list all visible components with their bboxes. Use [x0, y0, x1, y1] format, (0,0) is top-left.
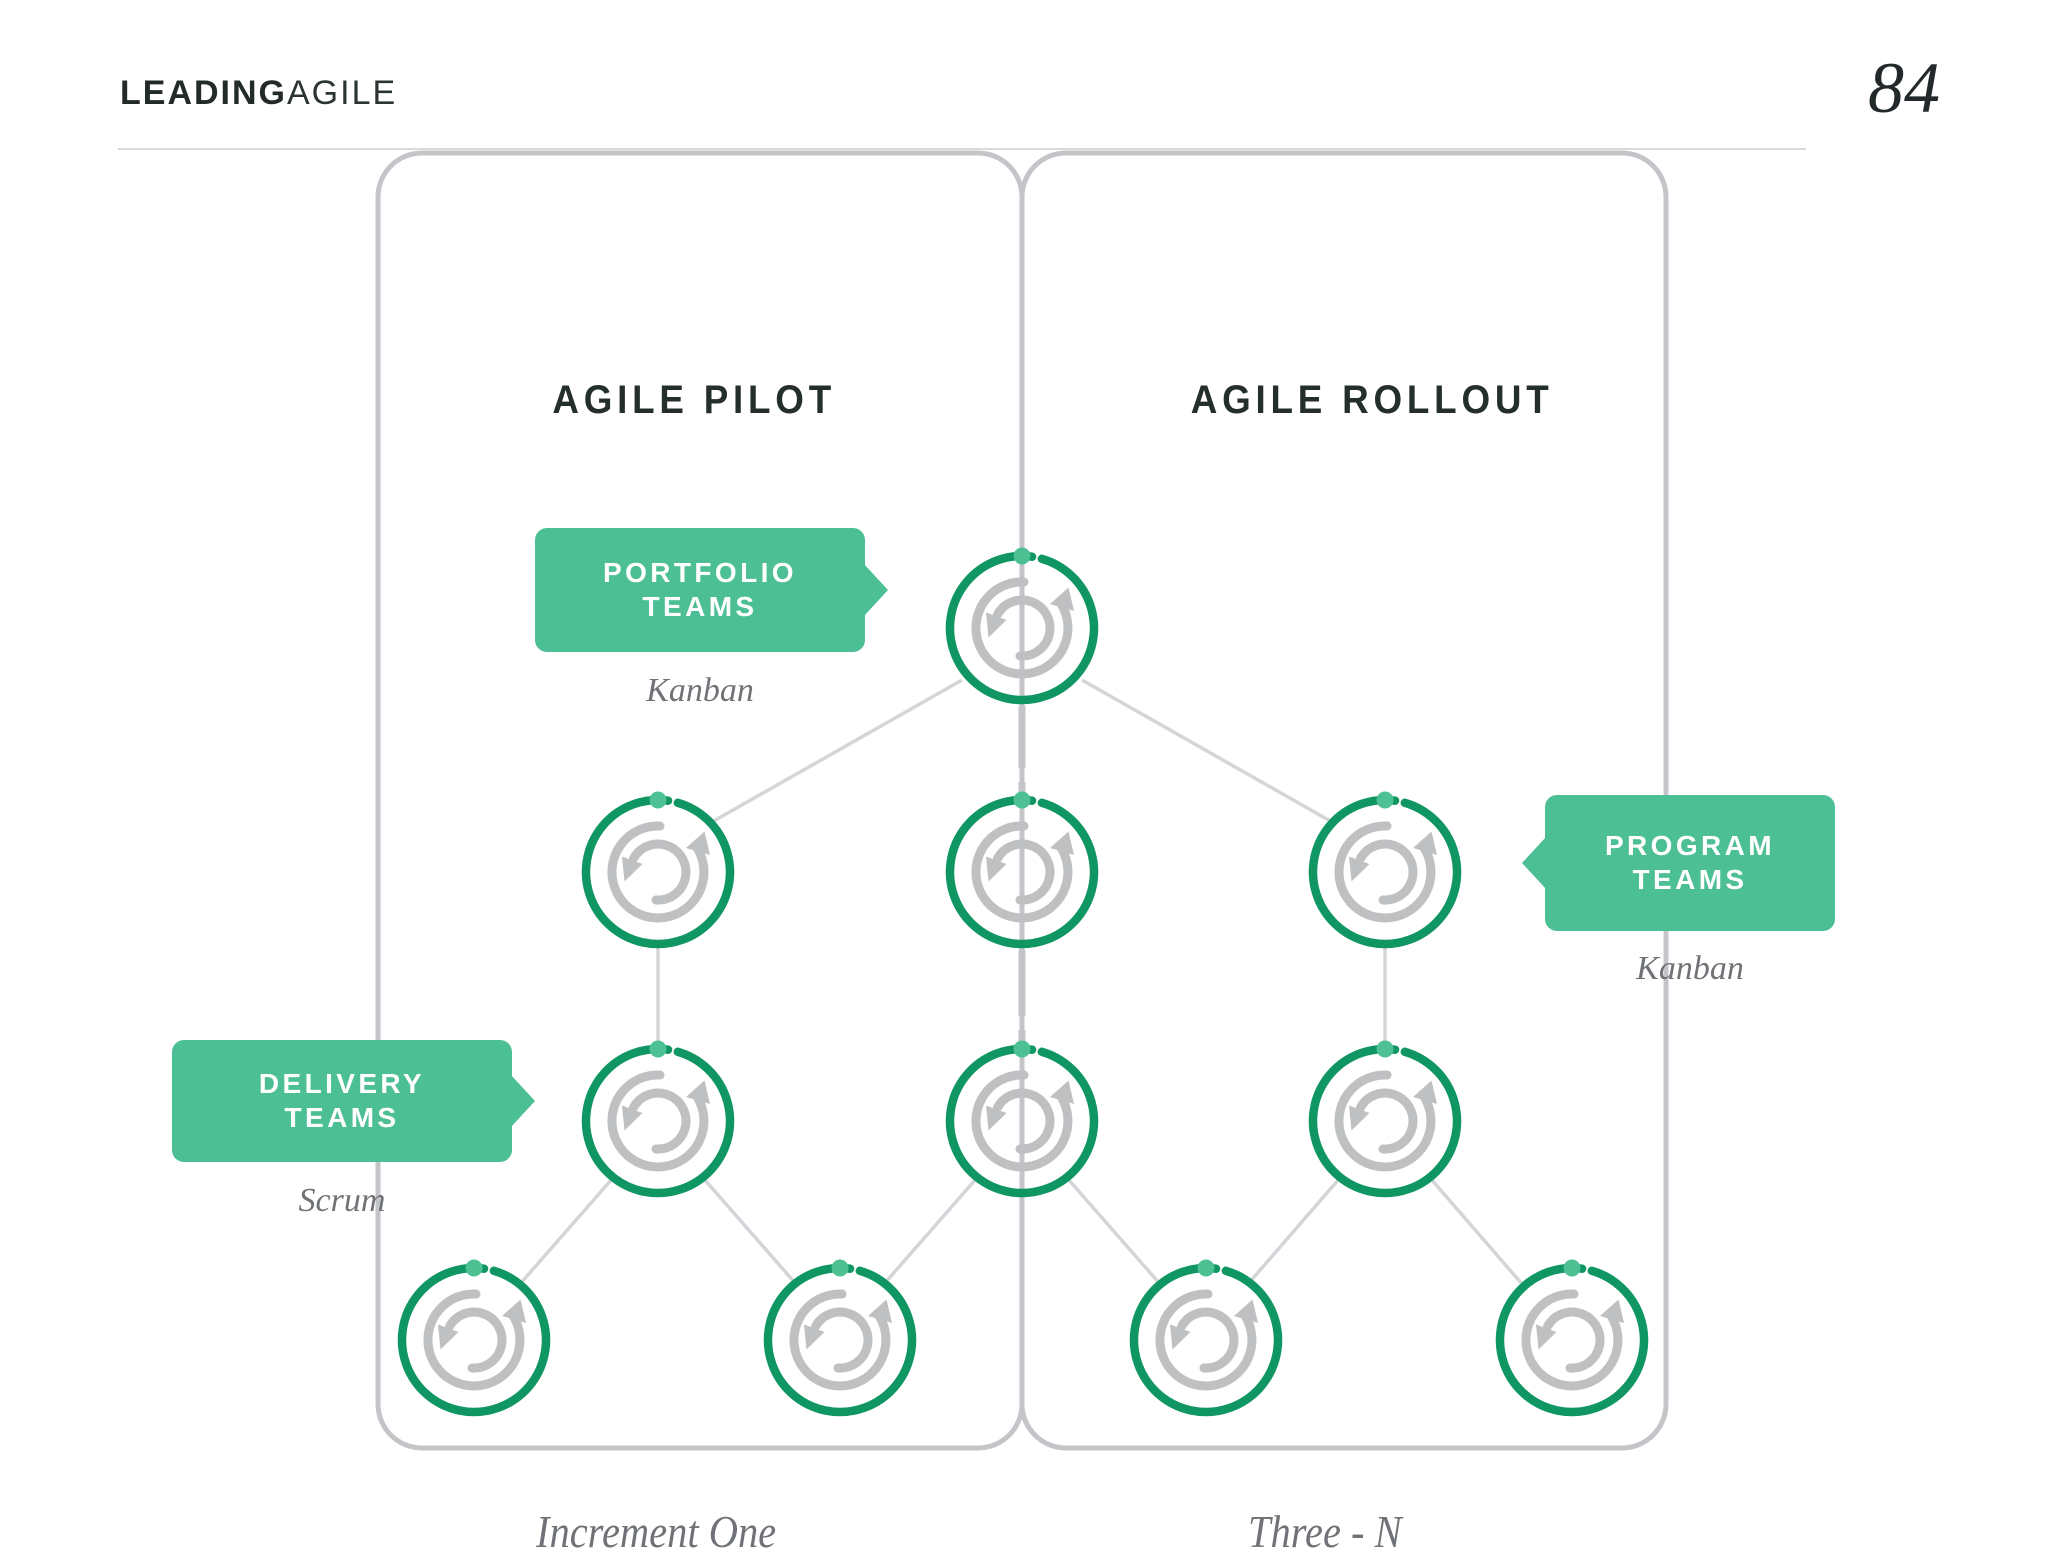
edge-del-right-leaf3: [1246, 1177, 1341, 1286]
page-header: LEADINGAGILE 84: [0, 0, 2048, 150]
cycle-node-leaf-3[interactable]: [1125, 1259, 1288, 1422]
cycle-node-delivery-left[interactable]: [577, 1040, 740, 1203]
phase-label-three-n: Three - N: [1248, 1506, 1402, 1557]
cycle-node-leaf-4[interactable]: [1491, 1259, 1654, 1422]
callout-pointer-right-icon: [864, 564, 888, 616]
callout-portfolio-line2: TEAMS: [642, 591, 758, 622]
panel-title-agile-rollout: AGILE ROLLOUT: [1190, 378, 1554, 422]
edge-del-mid-leaf2: [882, 1177, 978, 1286]
cycle-node-leaf-1[interactable]: [393, 1259, 556, 1422]
callout-portfolio-teams[interactable]: PORTFOLIO TEAMS: [535, 528, 888, 652]
brand-logo: LEADINGAGILE: [120, 76, 397, 110]
method-label-program: Kanban: [1636, 950, 1744, 987]
callout-delivery-line1: DELIVERY: [258, 1067, 426, 1099]
callout-delivery-teams[interactable]: DELIVERY TEAMS: [172, 1040, 535, 1162]
cycle-node-leaf-2[interactable]: [759, 1259, 922, 1422]
edge-del-right-leaf4: [1429, 1177, 1524, 1286]
callout-program-line1: PROGRAM: [1604, 829, 1776, 861]
edge-portfolio-prog-right: [1081, 678, 1333, 824]
callout-pointer-left-icon: [1522, 837, 1546, 889]
method-label-delivery: Scrum: [298, 1182, 386, 1219]
phase-label-increment-one: Increment One: [536, 1506, 777, 1557]
method-label-portfolio: Kanban: [646, 672, 754, 709]
edge-del-mid-leaf3: [1066, 1177, 1162, 1286]
brand-logo-light: AGILE: [287, 74, 398, 112]
callout-delivery-line2: TEAMS: [284, 1102, 400, 1133]
callout-pointer-right-icon-2: [511, 1075, 535, 1127]
edge-portfolio-prog-left: [711, 678, 963, 824]
callout-program-teams[interactable]: PROGRAM TEAMS: [1522, 795, 1835, 931]
header-divider: [118, 148, 1806, 150]
page-number: 84: [1868, 48, 1940, 128]
brand-logo-bold: LEADING: [120, 74, 287, 112]
diagram-stage: AGILE PILOT AGILE ROLLOUT Increment One …: [0, 150, 2048, 1557]
callout-portfolio-line1: PORTFOLIO: [603, 556, 797, 588]
edge-del-left-leaf1: [518, 1177, 614, 1286]
panel-frame-agile-pilot: [375, 150, 1025, 1451]
panel-title-agile-pilot: AGILE PILOT: [552, 378, 836, 422]
edge-del-left-leaf2: [702, 1177, 798, 1286]
callout-program-line2: TEAMS: [1632, 864, 1748, 895]
cycle-node-delivery-right[interactable]: [1304, 1040, 1467, 1203]
cycle-node-program-right[interactable]: [1304, 791, 1467, 954]
connector-edges: [518, 678, 1524, 1286]
cycle-node-program-left[interactable]: [577, 791, 740, 954]
